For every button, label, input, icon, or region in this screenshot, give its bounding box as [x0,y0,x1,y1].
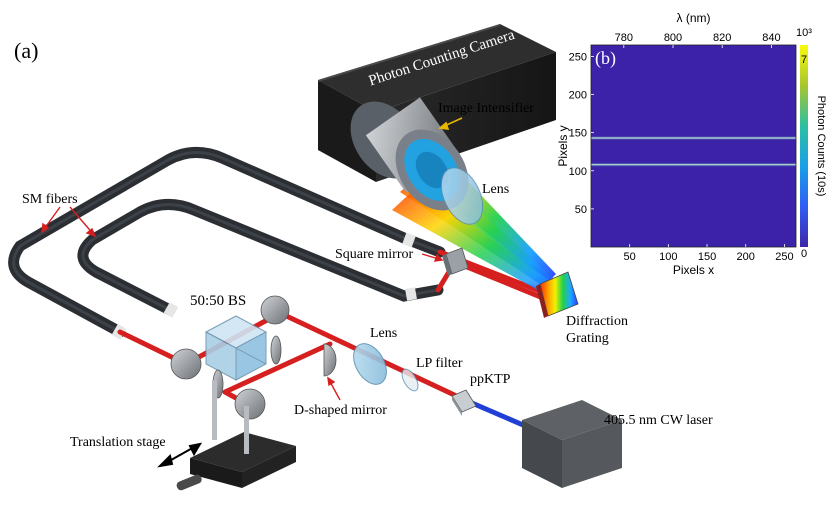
intensifier-arrow [438,117,463,130]
y-tick-label: 150 [569,128,587,140]
lens-bottom [353,343,387,385]
heatmap-frame [590,44,797,248]
x-tick-label: 200 [737,251,755,263]
colorbar-tick-min: 0 [801,248,807,260]
lens-bottom-label: Lens [370,326,397,341]
translation-stage-label: Translation stage [70,435,166,450]
lens-top [440,167,484,225]
x-tick-label: 150 [698,251,716,263]
d-shaped-mirror-label: D-shaped mirror [294,403,387,418]
panel-b-label: (b) [595,48,616,69]
colorbar-tick-max: 7 [801,54,807,66]
square-mirror [442,247,469,276]
y-tick-label: 200 [569,90,587,102]
beam-splitter-cube [204,315,268,381]
grating-label-line2: Grating [566,331,609,346]
top-tick-label: 780 [615,32,633,44]
cw-laser [522,400,622,488]
sm-fibers-label: SM fibers [22,192,78,207]
translation-arrow [157,442,203,468]
laser-label: 405.5 nm CW laser [604,413,713,428]
top-axis-label: λ (nm) [677,11,711,25]
diffraction-grating [536,271,579,318]
x-tick-label: 50 [624,251,636,263]
y-axis-label: Pixels y [556,125,570,166]
heatmap-layer: 50 100 150 200 250 50 100 150 200 250 780 800 820 840… [556,11,827,277]
square-mirror-arrow [421,253,444,262]
top-tick-label: 800 [664,32,682,44]
panel-a-label: (a) [14,38,38,63]
ppktp-crystal [451,389,477,416]
image-intensifier [350,97,469,211]
sm-fibers-arrows [41,206,97,238]
x-tick-label: 250 [775,251,793,263]
y-tick-label: 250 [569,51,587,63]
top-tick-label: 820 [713,32,731,44]
beam-splitter-label: 50:50 BS [190,293,246,309]
blue-pump-beam [464,397,531,431]
x-axis-label: Pixels x [673,263,714,277]
lp-filter-label: LP filter [416,356,463,371]
translation-stage [176,380,296,491]
lens-top-label: Lens [482,182,509,197]
y-tick-label: 100 [569,166,587,178]
y-tick-label: 50 [575,204,587,216]
lp-filter [401,368,419,392]
sm-fibers [8,147,446,340]
grating-label-line1: Diffraction [566,314,628,329]
d-shaped-mirror [323,343,337,377]
d-mirror-arrow [327,376,341,401]
x-tick-label: 100 [659,251,677,263]
top-tick-label: 840 [762,32,780,44]
colorbar-label: Photon Counts (10s) [815,96,827,197]
ppktp-label: ppKTP [470,372,511,387]
heatmap-background [591,45,796,247]
square-mirror-label: Square mirror [335,247,413,262]
colorbar-exponent: 10³ [796,27,812,39]
colorbar [800,45,808,247]
image-intensifier-label: Image Intensifier [438,101,534,116]
